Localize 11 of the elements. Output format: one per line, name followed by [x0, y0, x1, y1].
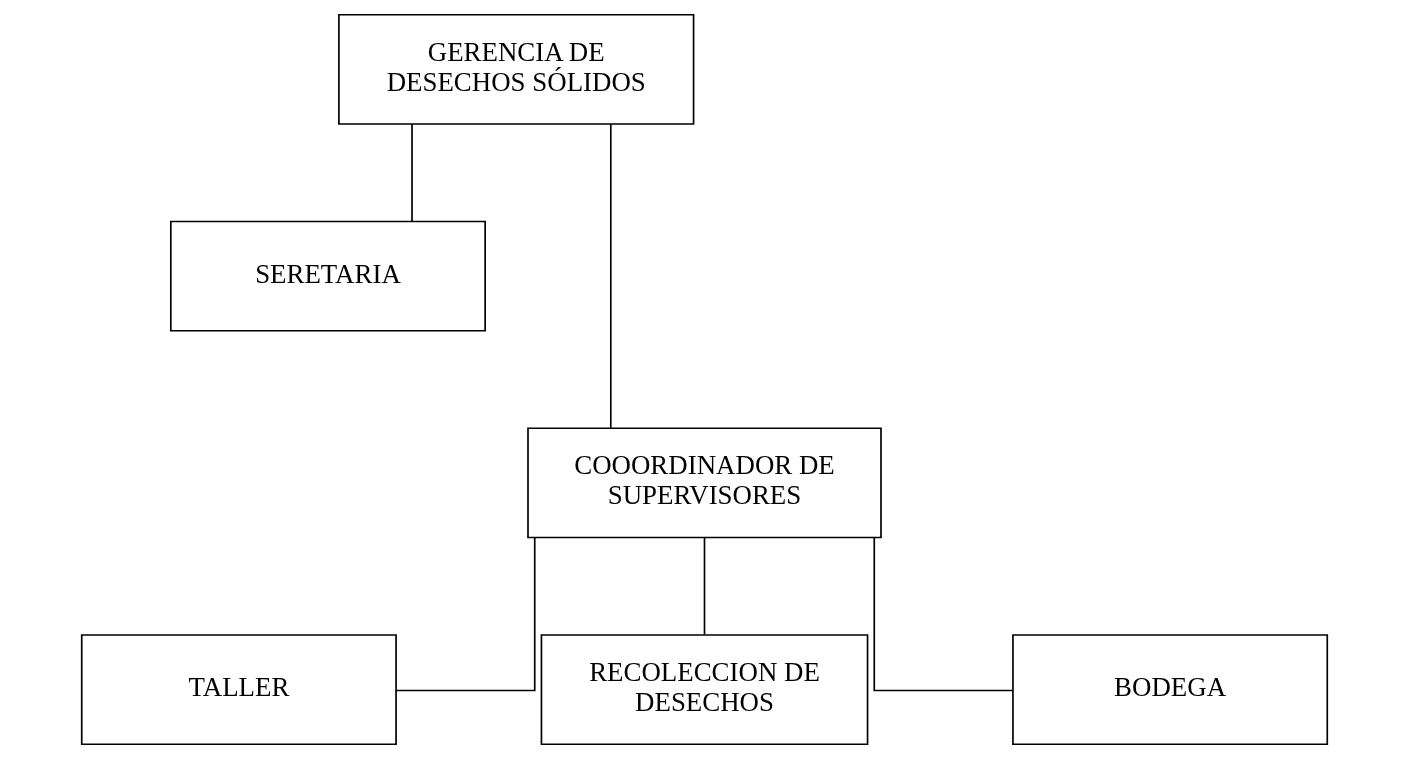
node-box: BODEGA [1011, 634, 1328, 746]
connector [609, 123, 612, 429]
node-box: SERETARIA [169, 220, 486, 332]
connector [410, 123, 413, 222]
connector [703, 536, 705, 636]
connector [395, 537, 536, 692]
node-box: TALLER [80, 634, 397, 746]
node-box: RECOLECCION DE DESECHOS [540, 634, 868, 746]
connector [872, 537, 1013, 692]
node-box: COOORDINADOR DE SUPERVISORES [526, 427, 882, 539]
node-box: GERENCIA DE DESECHOS SÓLIDOS [337, 13, 694, 125]
